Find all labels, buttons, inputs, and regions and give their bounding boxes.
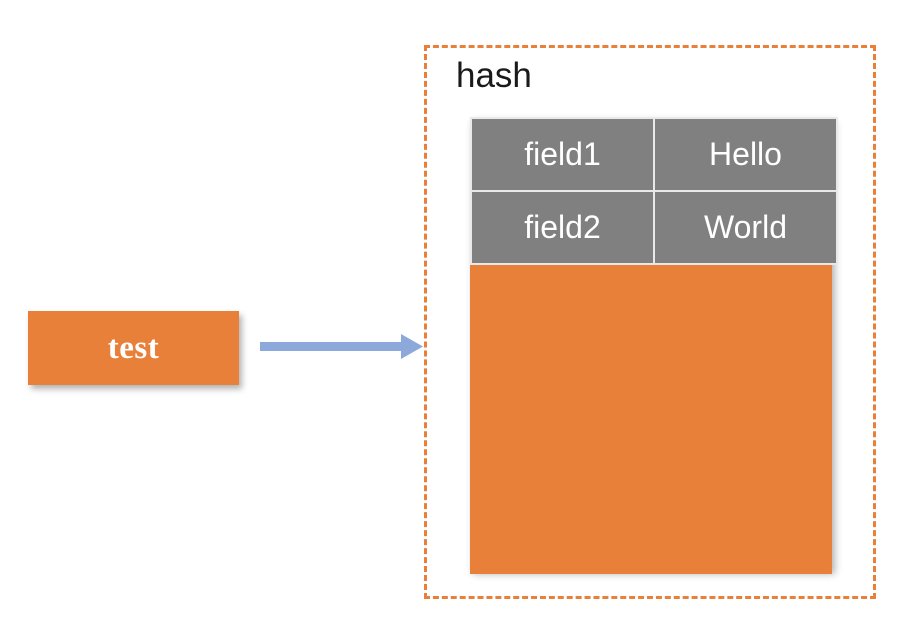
table-row: field2 World (470, 190, 838, 265)
hash-body: field1 Hello field2 World (470, 117, 838, 574)
key-box-label: test (107, 329, 160, 366)
key-box-test: test (28, 311, 239, 385)
cell-value-2: World (653, 190, 838, 265)
table-row: field1 Hello (470, 117, 838, 192)
hash-empty-space (470, 265, 832, 574)
cell-value-1: Hello (653, 117, 838, 192)
points-to-arrow (260, 330, 424, 364)
cell-field-1: field1 (470, 117, 655, 192)
hash-container-boundary (424, 45, 876, 599)
cell-field-2: field2 (470, 190, 655, 265)
hash-title: hash (456, 56, 532, 95)
arrow-icon (260, 334, 423, 359)
hash-field-table: field1 Hello field2 World (470, 117, 838, 265)
